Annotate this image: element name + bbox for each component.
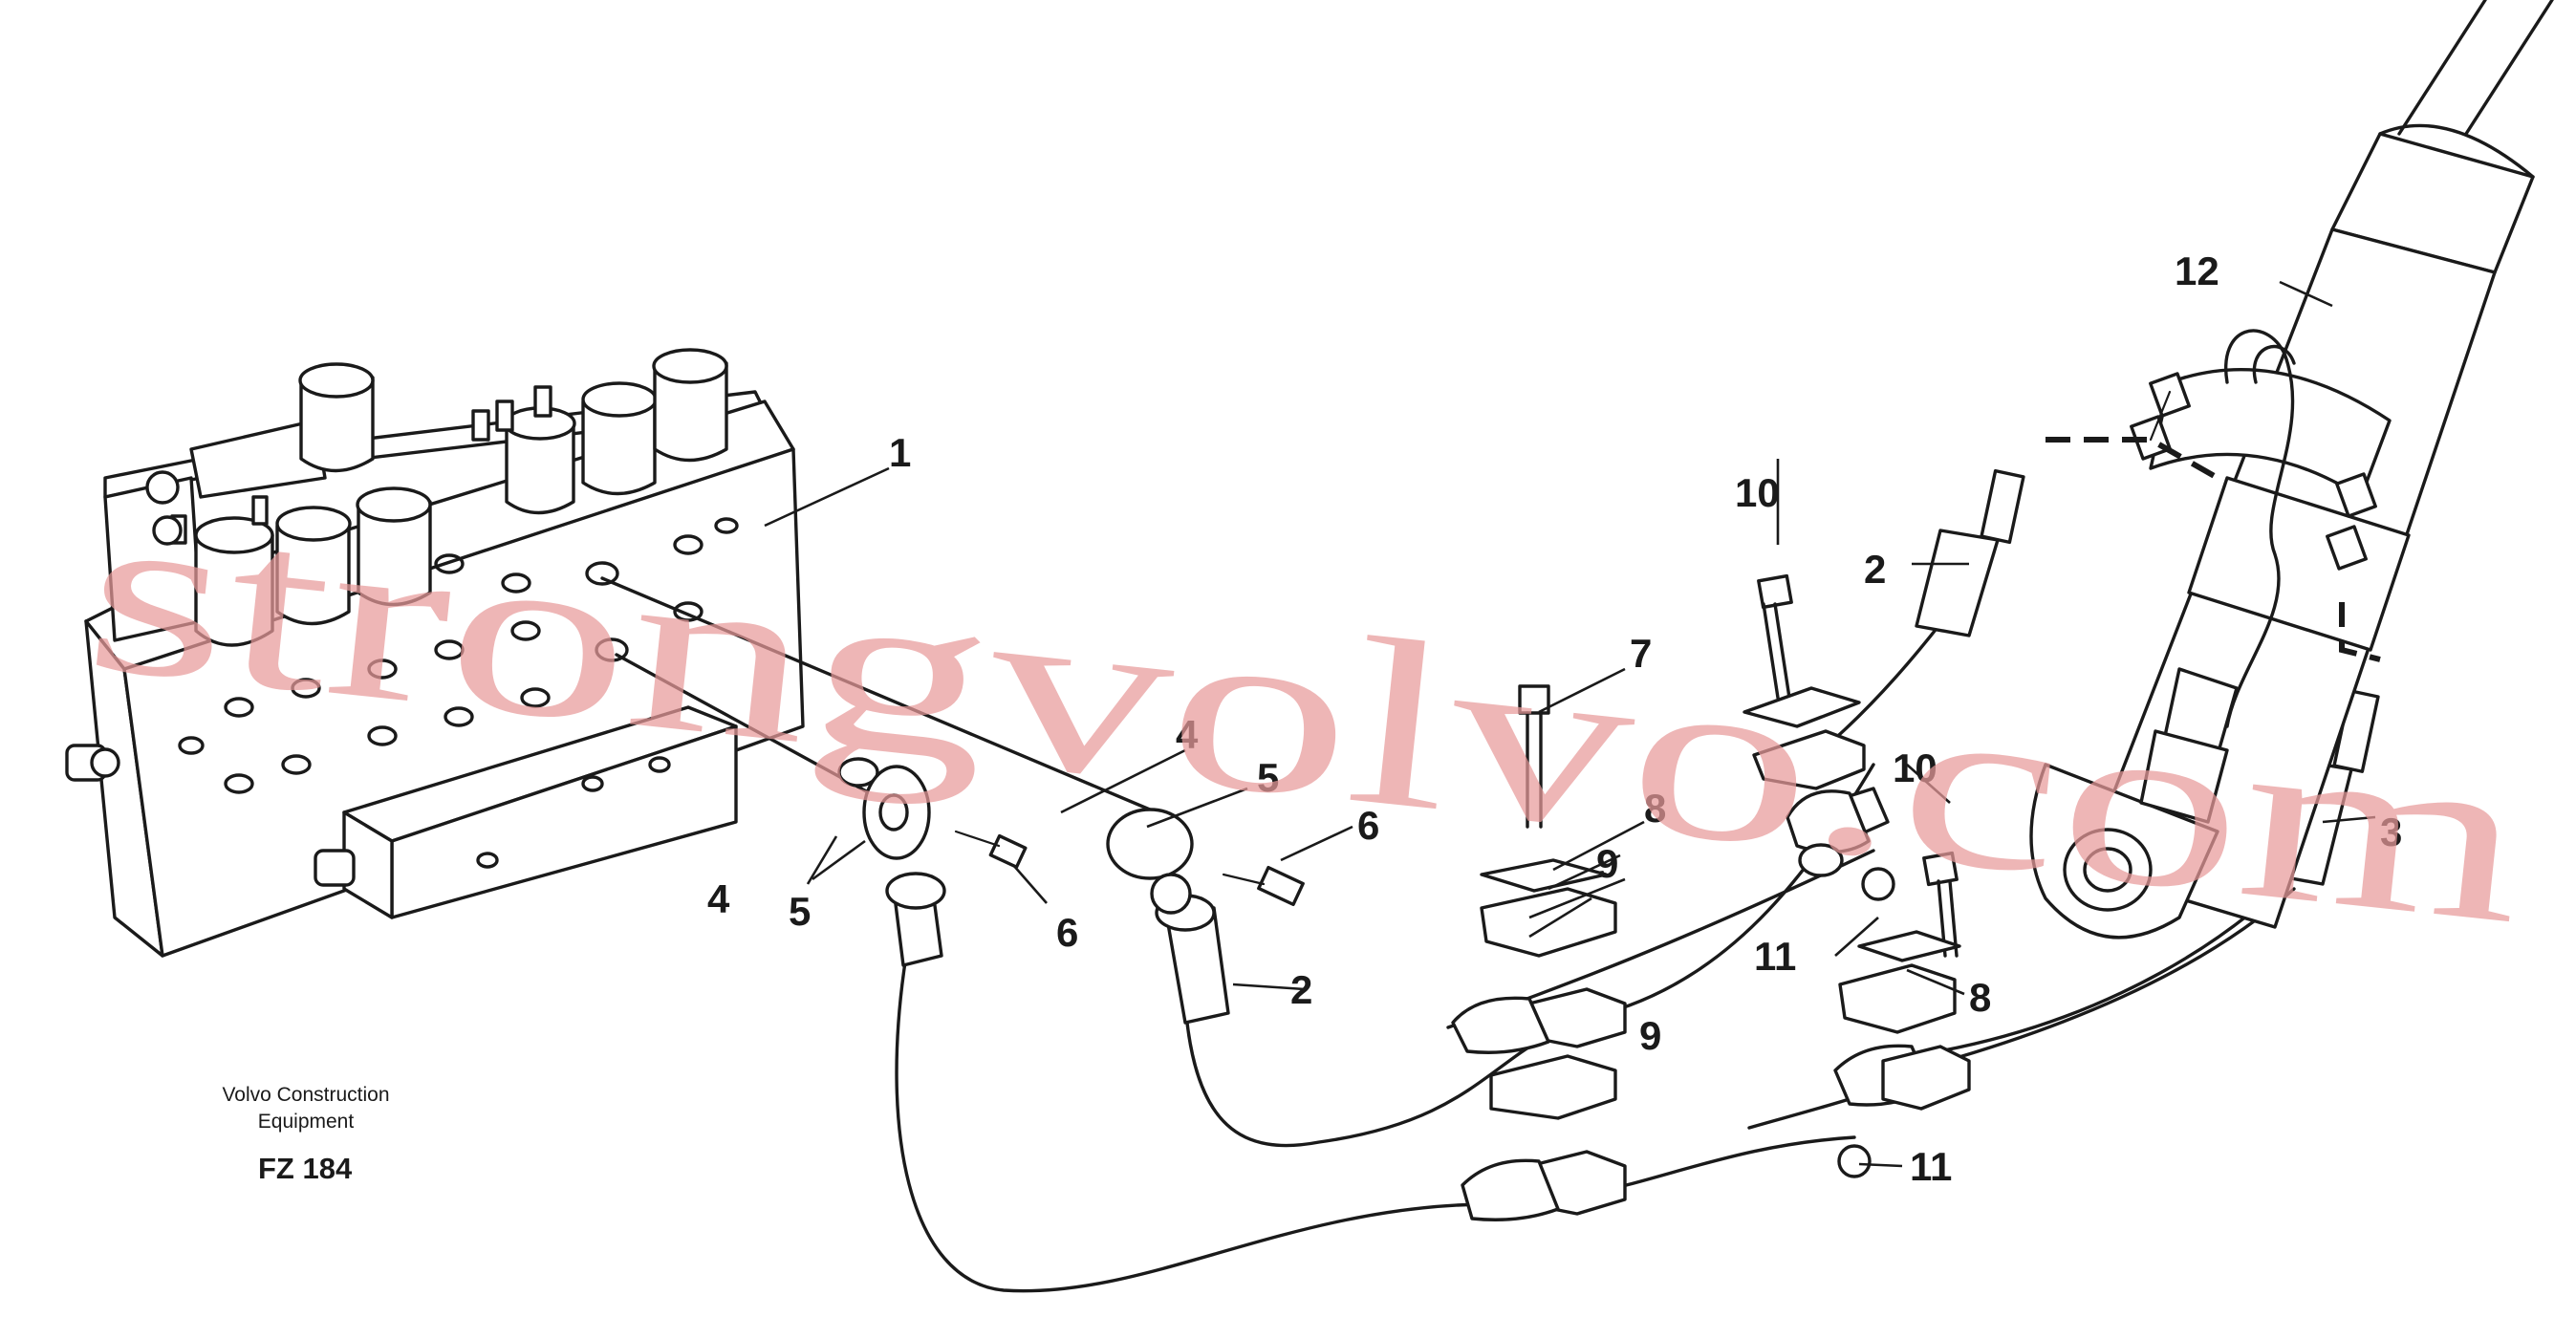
control-valve-block bbox=[65, 348, 805, 958]
callout-8-left: 8 bbox=[1644, 786, 1666, 831]
callout-9-right: 9 bbox=[1639, 1013, 1661, 1058]
callout-2-upper: 2 bbox=[1864, 547, 1886, 592]
flange-parts bbox=[837, 757, 1305, 915]
callout-5-left: 5 bbox=[789, 889, 811, 934]
solenoid-valves bbox=[145, 348, 728, 647]
callout-4-left: 4 bbox=[707, 876, 730, 921]
figure-code: FZ 184 bbox=[258, 1152, 353, 1185]
callout-3: 3 bbox=[2380, 810, 2402, 854]
company-name-line1: Volvo Construction bbox=[222, 1084, 389, 1106]
callout-8-right: 8 bbox=[1969, 975, 1991, 1020]
callout-10-lower: 10 bbox=[1893, 745, 1937, 790]
callout-6-right: 6 bbox=[1357, 803, 1379, 848]
callout-numbers: 1 2 2 3 4 4 5 5 6 6 7 8 8 9 9 10 10 11 1… bbox=[707, 248, 2402, 1189]
callout-2-lower: 2 bbox=[1290, 967, 1312, 1012]
callout-5-right: 5 bbox=[1257, 755, 1279, 800]
callout-1: 1 bbox=[889, 430, 911, 475]
callout-4-right: 4 bbox=[1176, 712, 1199, 757]
hose-clamps bbox=[1451, 573, 1971, 1221]
callout-leaders bbox=[764, 280, 2376, 1168]
callout-7: 7 bbox=[1630, 631, 1652, 676]
company-label: Volvo Construction Equipment FZ 184 bbox=[222, 1084, 389, 1185]
boom-cylinder bbox=[2029, 0, 2554, 939]
callout-10-upper: 10 bbox=[1735, 470, 1780, 515]
callout-9-left: 9 bbox=[1596, 841, 1618, 886]
callout-12: 12 bbox=[2175, 248, 2219, 293]
callout-6-left: 6 bbox=[1056, 910, 1078, 955]
callout-11-lower: 11 bbox=[1910, 1144, 1952, 1189]
company-name-line2: Equipment bbox=[258, 1111, 355, 1133]
callout-11-upper: 11 bbox=[1754, 934, 1796, 979]
